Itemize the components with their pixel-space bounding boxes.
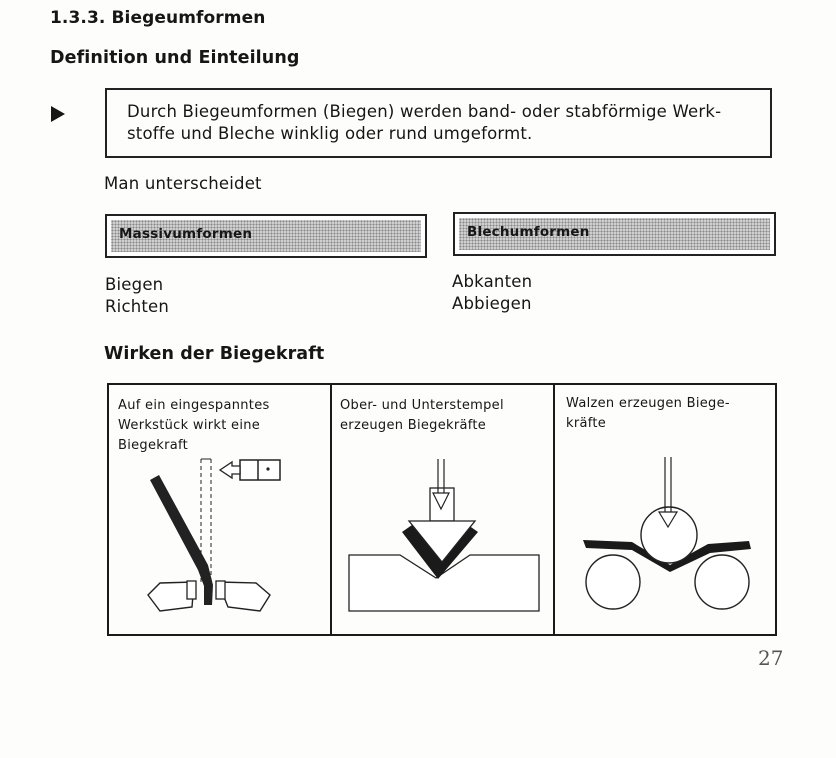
clamped-workpiece-illustration xyxy=(147,458,281,612)
panel-caption-rollers: Walzen erzeugen Biege- kräfte xyxy=(566,394,730,434)
panel-caption-clamped: Auf ein eingespanntes Werkstück wirkt ei… xyxy=(118,396,270,456)
panel-divider xyxy=(553,385,555,634)
section-title: 1.3.3. Biegeumformen xyxy=(50,8,266,28)
definition-line-1: Durch Biegeumformen (Biegen) werden band… xyxy=(127,102,722,121)
list-item: Richten xyxy=(105,297,170,316)
caption-line: kräfte xyxy=(566,416,607,431)
category-box-blechumformen: Blechumformen xyxy=(453,212,776,256)
caption-line: Auf ein eingespanntes xyxy=(118,398,270,413)
caption-line: Werkstück wirkt eine xyxy=(118,418,261,433)
caption-line: Walzen erzeugen Biege- xyxy=(566,396,730,411)
subheading: Definition und Einteilung xyxy=(50,48,300,68)
caption-line: Ober- und Unterstempel xyxy=(340,398,504,413)
category-list-blech: Abkanten Abbiegen xyxy=(452,271,532,315)
category-list-massiv: Biegen Richten xyxy=(105,274,169,318)
definition-box: Durch Biegeumformen (Biegen) werden band… xyxy=(105,88,772,158)
roller-bending-illustration xyxy=(583,457,751,610)
category-label: Massivumformen xyxy=(111,220,421,252)
list-item: Abbiegen xyxy=(452,294,532,313)
intro-text: Man unterscheidet xyxy=(104,174,262,193)
category-label: Blechumformen xyxy=(459,218,770,250)
category-box-massivumformen: Massivumformen xyxy=(105,214,427,258)
panel-divider xyxy=(330,385,332,634)
caption-line: erzeugen Biegekräfte xyxy=(340,418,487,433)
stamp-die-illustration xyxy=(348,459,540,612)
play-triangle-icon xyxy=(51,106,65,122)
caption-line: Biegekraft xyxy=(118,438,189,453)
definition-line-2: stoffe und Bleche winklig oder rund umge… xyxy=(127,124,533,143)
page-number: 27 xyxy=(758,646,784,670)
list-item: Biegen xyxy=(105,275,164,294)
panel-caption-stamps: Ober- und Unterstempel erzeugen Biegekrä… xyxy=(340,396,504,436)
forces-heading: Wirken der Biegekraft xyxy=(104,344,325,364)
list-item: Abkanten xyxy=(452,272,533,291)
bending-force-panels xyxy=(107,383,777,636)
